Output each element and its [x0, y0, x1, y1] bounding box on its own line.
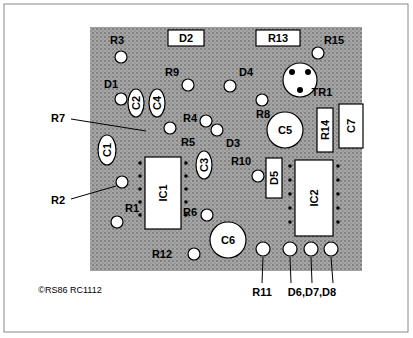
part-label: C3	[199, 158, 210, 172]
part-label: C7	[346, 119, 357, 133]
part-label: IC2	[309, 189, 320, 206]
part-label: C4	[152, 96, 163, 110]
part-label: R12	[152, 249, 172, 260]
part-label: D5	[269, 171, 280, 185]
pads	[138, 69, 340, 224]
part-label: D1	[104, 79, 118, 90]
part-label: D3	[226, 138, 240, 149]
part-label: R8	[256, 109, 270, 120]
part-label: R13	[268, 33, 288, 44]
part-label: IC1	[158, 184, 169, 201]
leader-lines	[71, 119, 333, 283]
part-label: R14	[320, 120, 331, 140]
part-label: D6,D7,D8	[288, 287, 336, 298]
part-label: R6	[183, 207, 197, 218]
part-label: C5	[278, 125, 292, 136]
component-outlines	[98, 30, 363, 258]
part-label: C1	[102, 143, 113, 157]
part-label: R3	[110, 35, 124, 46]
resistor-symbols	[111, 47, 338, 260]
part-label: R11	[252, 287, 272, 298]
copyright-note: ©RS86 RC1112	[38, 286, 101, 295]
frame	[4, 4, 408, 332]
part-label: D4	[239, 67, 253, 78]
part-label: R4	[183, 113, 197, 124]
part-label: R10	[231, 156, 251, 167]
part-label: D2	[179, 33, 193, 44]
part-label: R2	[51, 195, 65, 206]
part-label: R15	[324, 35, 344, 46]
part-label: TR1	[312, 87, 333, 98]
part-label: R5	[181, 137, 195, 148]
part-label: C2	[131, 96, 142, 110]
part-label: R1	[125, 203, 139, 214]
part-label: R9	[165, 67, 179, 78]
part-label: C6	[221, 235, 235, 246]
board	[90, 27, 362, 271]
part-label: R7	[51, 113, 65, 124]
